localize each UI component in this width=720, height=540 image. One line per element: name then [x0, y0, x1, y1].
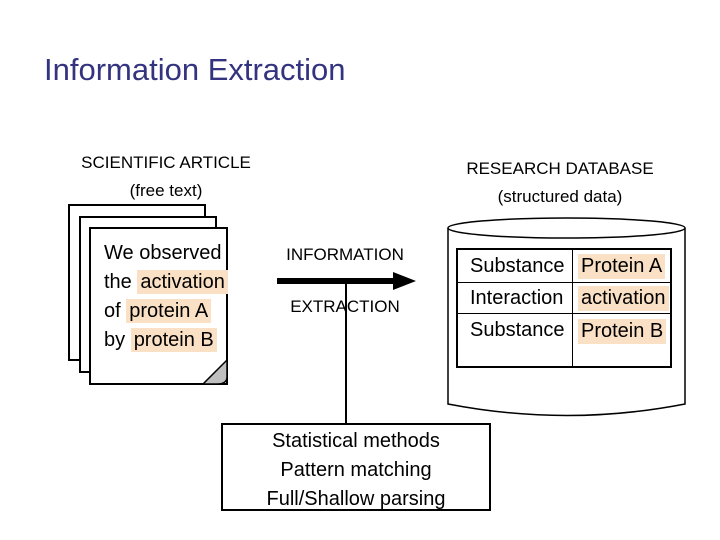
information-label: INFORMATION: [286, 245, 404, 264]
highlight-protein-b: protein B: [130, 328, 217, 352]
methods-line-2: Pattern matching: [280, 459, 432, 481]
table-cell-field: Substance: [458, 314, 573, 366]
doc-line-1-text: We observed: [104, 242, 222, 264]
highlight-protein-a: protein A: [126, 299, 212, 323]
right-arrow-icon: [277, 272, 416, 290]
table-row: Substance Protein A: [458, 250, 670, 283]
table-cell-field: Interaction: [458, 283, 573, 313]
methods-box: Statistical methods Pattern matching Ful…: [221, 423, 491, 511]
scientific-article-heading: SCIENTIFIC ARTICLE: [81, 153, 251, 172]
connector-line: [345, 284, 347, 424]
structured-data-subheading: (structured data): [497, 187, 623, 206]
highlight-activation: activation: [137, 270, 228, 294]
database-table: Substance Protein A Interaction activati…: [456, 248, 672, 368]
doc-line-3: of protein A: [104, 297, 224, 326]
folded-corner-icon: [201, 358, 228, 385]
free-text-subheading: (free text): [129, 181, 203, 200]
table-row: Interaction activation: [458, 283, 670, 314]
doc-line-1: We observed: [104, 239, 224, 268]
highlight-protein-b-db: Protein B: [578, 319, 667, 344]
doc-line-4: by protein B: [104, 326, 224, 355]
highlight-protein-a-db: Protein A: [578, 253, 666, 279]
research-database-heading: RESEARCH DATABASE: [466, 159, 654, 178]
methods-line-3: Full/Shallow parsing: [266, 488, 446, 510]
table-cell-value: activation: [573, 283, 670, 313]
table-cell-value: Protein A: [573, 250, 670, 282]
table-row: Substance Protein B: [458, 314, 670, 366]
doc-line-4-text: by: [104, 329, 131, 351]
doc-line-3-text: of: [104, 300, 127, 322]
methods-line-1: Statistical methods: [272, 430, 440, 452]
doc-line-2-text: the: [104, 271, 138, 293]
document-text: We observed the activation of protein A …: [104, 239, 228, 355]
page-title: Information Extraction: [44, 52, 346, 87]
highlight-activation-db: activation: [578, 285, 669, 311]
table-cell-value: Protein B: [573, 314, 670, 366]
table-cell-field: Substance: [458, 250, 573, 282]
doc-line-2: the activation: [104, 268, 228, 297]
